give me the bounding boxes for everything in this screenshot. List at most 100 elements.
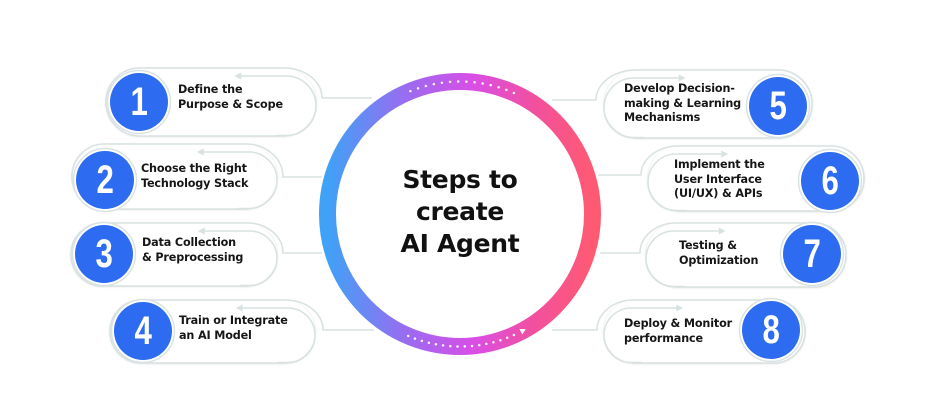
step-3-number: 3: [95, 232, 113, 276]
step-7-label: Testing & Optimization: [679, 239, 758, 268]
step-5-label-line-2: making & Learning: [624, 96, 742, 110]
ring-dot: [470, 344, 474, 348]
step-1-loop-arc: [239, 75, 317, 137]
center-title-line-3: AI Agent: [400, 229, 520, 258]
step-7-loop-arc: [645, 230, 721, 288]
step-4-label: Train or Integrate an AI Model: [179, 314, 288, 343]
step-3-label: Data Collection & Preprocessing: [142, 236, 243, 265]
step-4-label-line-2: an AI Model: [179, 328, 252, 342]
ring-dot: [465, 80, 468, 83]
step-1-label-line-2: Purpose & Scope: [178, 97, 283, 111]
ring-dot: [432, 82, 436, 86]
ring-dot: [440, 81, 444, 84]
step-8-number-badge: 8: [742, 301, 800, 359]
step-7-label-line-1: Testing &: [679, 239, 737, 252]
step-5-label-line-3: Mechanisms: [624, 111, 701, 124]
connectors-layer: [283, 97, 641, 331]
ring-dot: [481, 82, 484, 85]
step-6-number: 6: [821, 159, 839, 203]
ring-dot: [456, 80, 460, 83]
step-7-number-badge: 7: [783, 225, 841, 283]
step-7-arrowhead-icon: [718, 227, 726, 235]
step-5-label-line-1: Develop Decision-: [624, 82, 735, 95]
ring-dot: [416, 87, 420, 90]
ring-dot: [473, 81, 476, 84]
step-8-label: Deploy & Monitor performance: [624, 317, 732, 346]
step-5-number-badge: 5: [749, 77, 807, 135]
step-2-loop-arc: [201, 151, 278, 210]
step-2-label: Choose the Right Technology Stack: [141, 162, 248, 191]
ring-dot: [492, 340, 495, 344]
ring-dotted-arc-bottom: [406, 333, 516, 348]
ring-dot: [477, 343, 481, 347]
step-1-label-line-1: Define the: [178, 83, 243, 96]
step-8-label-line-2: performance: [624, 331, 703, 345]
step-4-label-line-1: Train or Integrate: [179, 314, 288, 327]
step-6-label-line-1: Implement the: [674, 158, 765, 171]
step-8-label-line-1: Deploy & Monitor: [624, 317, 733, 330]
ring-dot: [441, 344, 445, 347]
step-8-loop-arc: [603, 307, 679, 364]
step-5-label: Develop Decision- making & Learning Mech…: [624, 82, 741, 126]
ring-dot: [505, 88, 508, 92]
step-7-pill-outline: [639, 222, 847, 288]
step-7-number: 7: [803, 232, 821, 276]
step-5-loop-arc: [603, 77, 681, 139]
step-5-arrowhead-icon: [678, 74, 686, 82]
step-6-label-line-2: User Interface: [674, 172, 762, 186]
step-4-loop-arc: [240, 307, 316, 364]
step-8-arrowhead-icon: [676, 304, 684, 312]
ring-dot: [485, 342, 488, 346]
ring-dot: [489, 83, 492, 87]
step-2-label-line-2: Technology Stack: [141, 176, 249, 190]
step-1-pill-outline: [105, 67, 323, 137]
ring-dot: [449, 344, 452, 348]
ring-dot: [499, 338, 502, 342]
ring-dot: [427, 341, 431, 345]
step-2-number-badge: 2: [76, 151, 134, 209]
ring-dot: [505, 336, 509, 340]
step-4-number-badge: 4: [114, 302, 172, 360]
step-3-loop-arc: [202, 230, 278, 287]
center-title-line-2: create: [415, 197, 505, 226]
ring-dot: [497, 85, 500, 89]
ring-dot: [406, 334, 410, 338]
step-2-number: 2: [96, 158, 114, 202]
step-1-number: 1: [130, 80, 148, 124]
ring-dot: [434, 343, 438, 346]
step-6-arrowhead-icon: [721, 150, 729, 158]
step-5-number: 5: [769, 84, 787, 128]
step-1-number-badge: 1: [110, 73, 168, 131]
step-3-arrowhead-icon: [197, 227, 205, 235]
center-ring-gradient: [319, 73, 601, 355]
step-4-number: 4: [134, 309, 152, 353]
step-3-number-badge: 3: [75, 225, 133, 283]
step-3-label-line-2: & Preprocessing: [142, 250, 244, 264]
step-1-label: Define the Purpose & Scope: [178, 83, 283, 112]
step-1-arrowhead-icon: [234, 72, 242, 80]
step-5-pill-outline: [595, 69, 813, 139]
ring-dot: [512, 333, 516, 337]
center-title: Steps to create AI Agent: [360, 164, 560, 260]
ring-dot: [512, 91, 516, 95]
step-6-label-line-3: (UI/UX) & APIs: [674, 187, 763, 200]
center-ring: [319, 73, 601, 355]
ring-dot: [420, 339, 424, 343]
ring-dot: [424, 84, 428, 88]
step-7-label-line-2: Optimization: [679, 253, 759, 267]
ring-dot: [456, 345, 459, 348]
ring-dot: [463, 345, 467, 348]
step-6-number-badge: 6: [801, 152, 859, 210]
step-2-arrowhead-icon: [196, 148, 204, 156]
center-title-line-1: Steps to: [402, 165, 518, 194]
step-3-label-line-1: Data Collection: [142, 236, 236, 249]
step-8-number: 8: [762, 308, 780, 352]
step-6-label: Implement the User Interface (UI/UX) & A…: [674, 158, 765, 202]
ring-dotted-arc-top: [409, 80, 516, 95]
ring-dot: [448, 80, 452, 84]
step-4-arrowhead-icon: [235, 304, 243, 312]
step-6-loop-arc: [647, 153, 724, 212]
ring-arrowhead-icon: [519, 329, 526, 335]
ring-dot: [409, 89, 412, 93]
ring-dot: [413, 337, 417, 340]
